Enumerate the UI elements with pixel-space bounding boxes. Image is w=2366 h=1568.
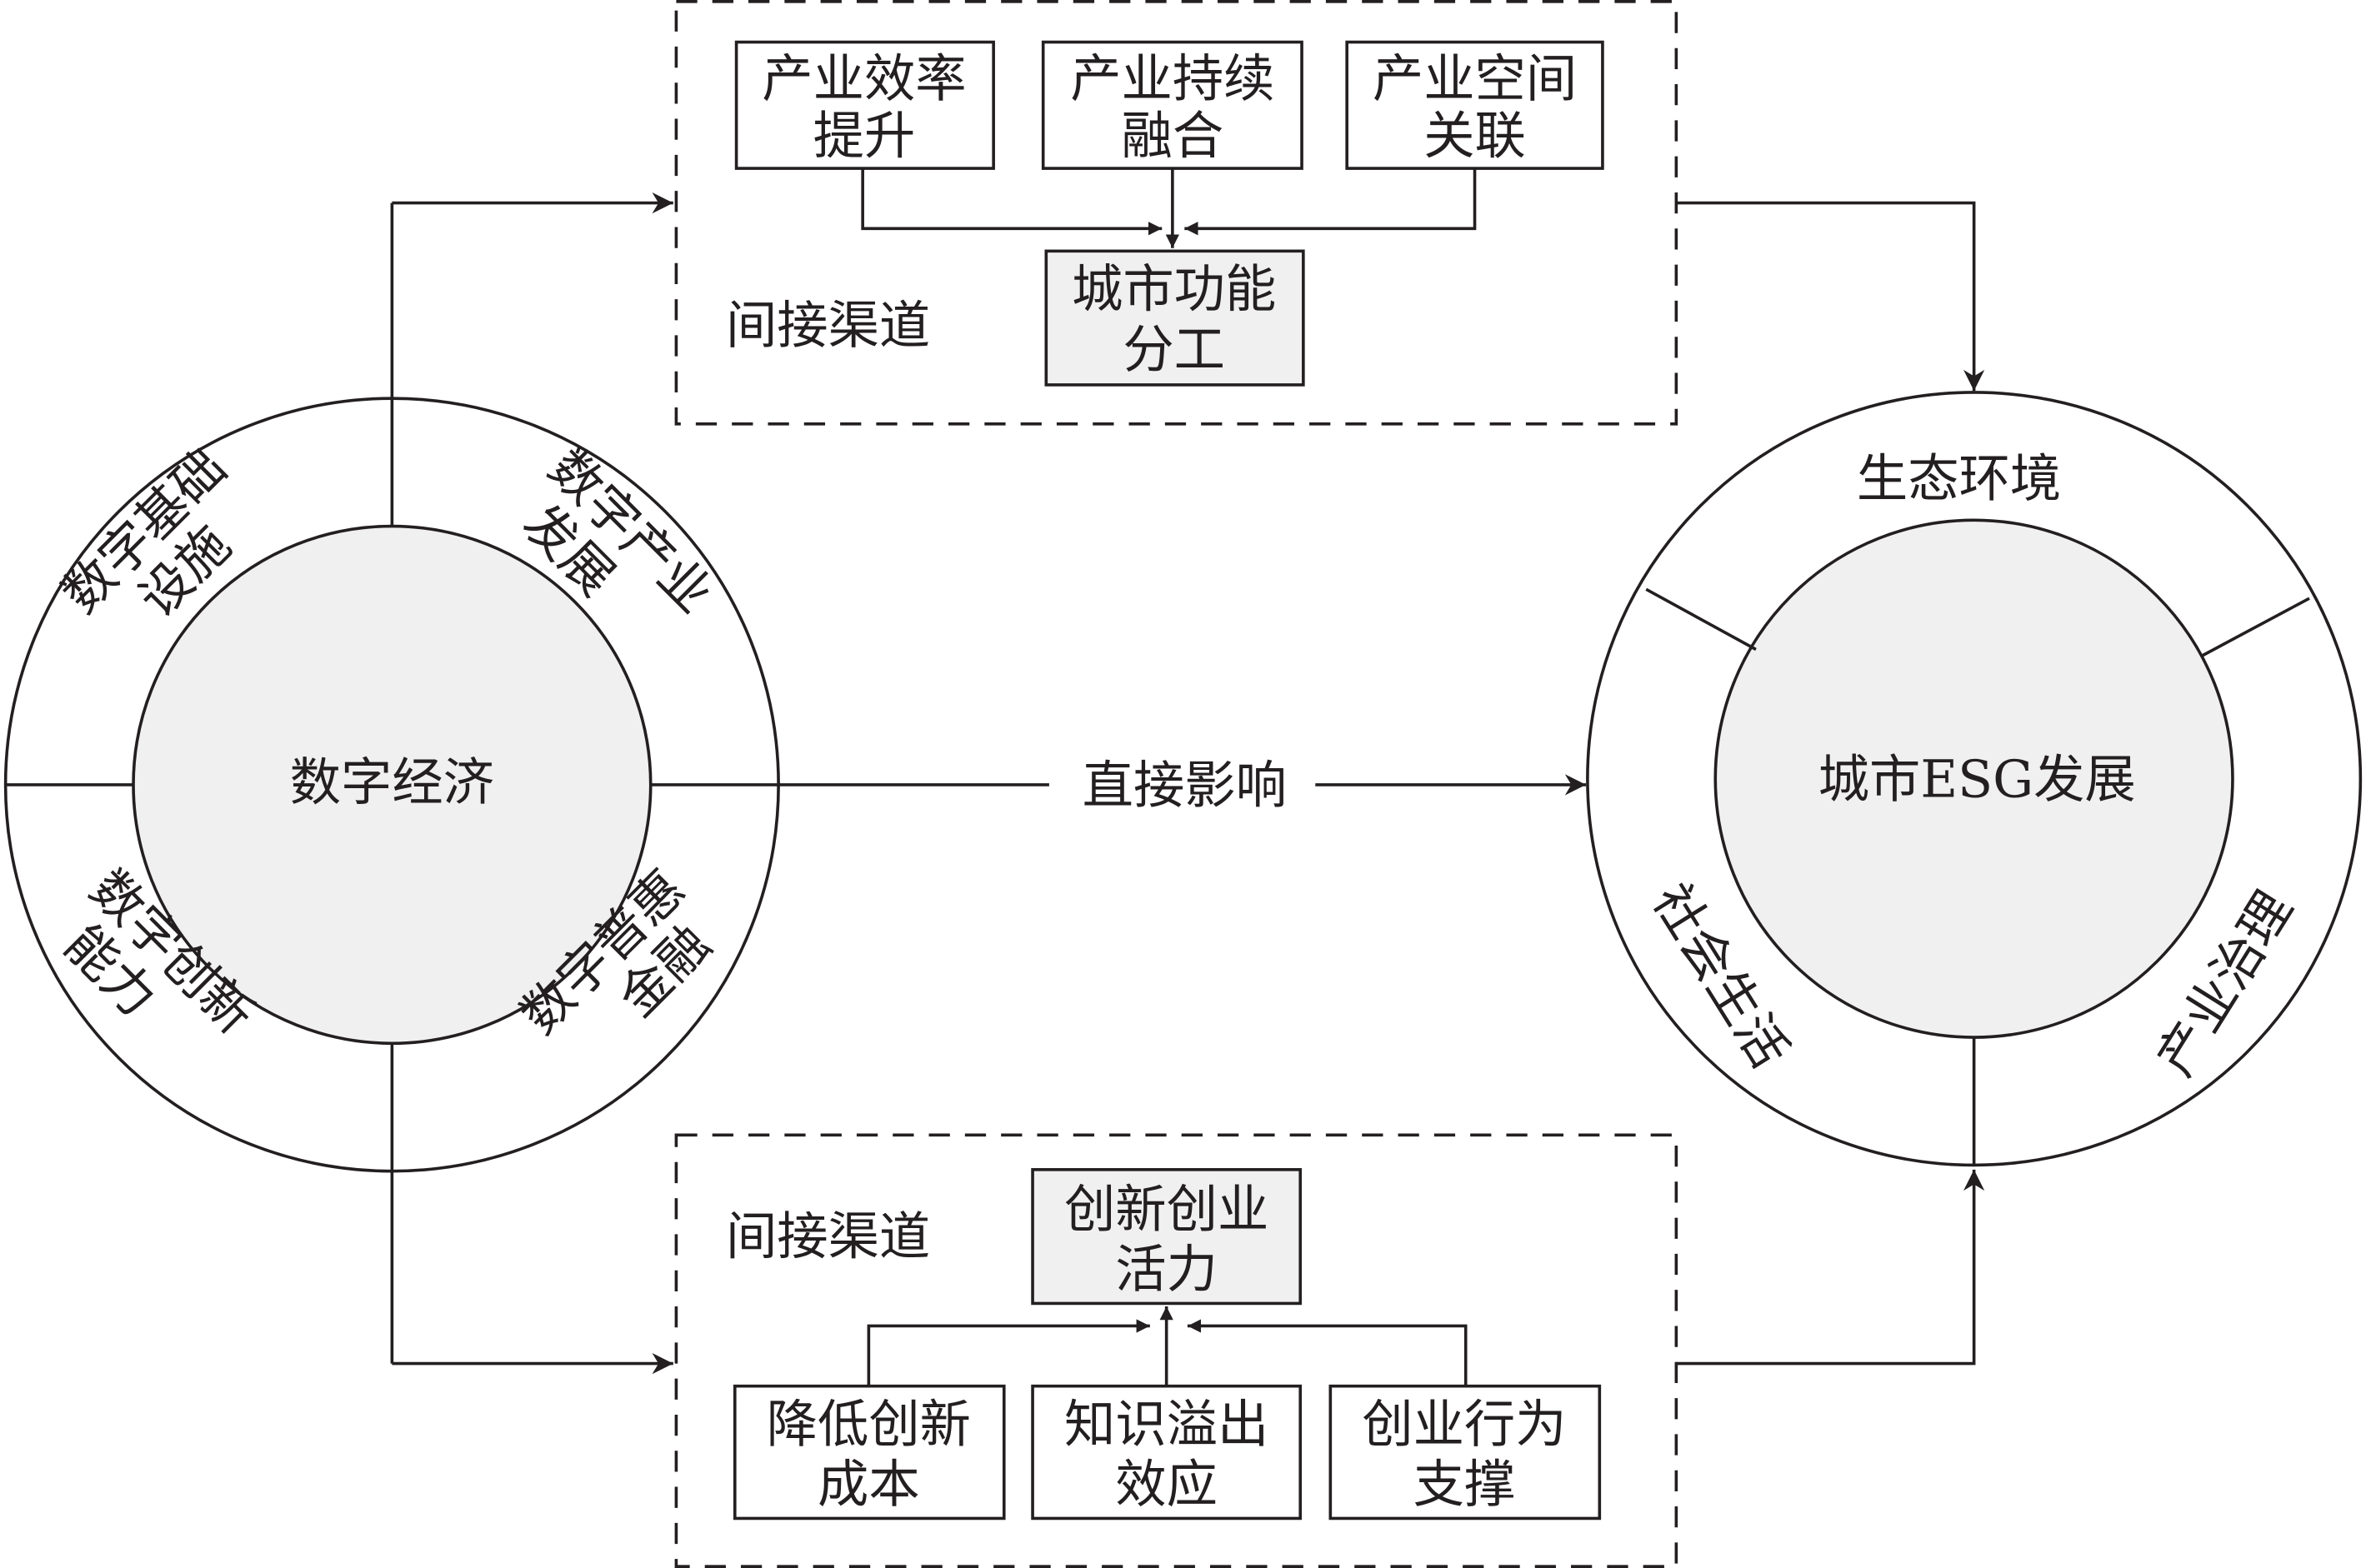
direct-effect-label: 直接影响	[1083, 757, 1287, 816]
bottom-input-2-l1: 知识溢出	[1064, 1395, 1268, 1454]
top-input-2-l1: 产业持续	[1070, 49, 1274, 108]
esg-circle: 城市ESG发展 生态环境 社会生活 产业治理	[1586, 391, 2363, 1167]
bottom-input-3-l2: 支撑	[1413, 1456, 1516, 1515]
bottom-input-3-l1: 创业行为	[1362, 1395, 1566, 1454]
bottom-mediator-l2: 活力	[1115, 1241, 1218, 1300]
top-input-3-l1: 产业空间	[1373, 49, 1577, 108]
top-input-3-l2: 关联	[1423, 107, 1526, 166]
top-indirect-channel: 间接渠道 产业效率 提升 产业持续 融合 产业空间 关联 城市功能 分工	[392, 0, 1985, 426]
segment-environment: 生态环境	[1857, 449, 2061, 508]
top-input-1-l1: 产业效率	[762, 49, 966, 108]
digital-economy-label: 数字经济	[290, 753, 494, 812]
top-input-2-l2: 融合	[1122, 107, 1224, 166]
bottom-channel-label: 间接渠道	[726, 1207, 930, 1266]
bottom-input-1-l1: 降低创新	[767, 1395, 971, 1454]
top-input-1-l2: 提升	[813, 107, 916, 166]
bottom-input-2-l2: 效应	[1115, 1456, 1218, 1515]
bottom-input-1-l2: 成本	[818, 1456, 920, 1515]
bottom-mediator-l1: 创新创业	[1064, 1180, 1268, 1239]
digital-economy-circle: 数字经济 数字基础 设施 数字产业 发展 数字创新 能力 数字普惠 金融	[3, 202, 780, 1364]
top-mediator-l1: 城市功能	[1072, 260, 1276, 319]
top-channel-label: 间接渠道	[726, 296, 930, 355]
esg-label: 城市ESG发展	[1818, 750, 2136, 809]
top-mediator-l2: 分工	[1123, 320, 1225, 379]
direct-effect-arrow: 直接影响	[778, 757, 1587, 816]
bottom-indirect-channel: 间接渠道 创新创业 活力 降低创新 成本 知识溢出 效应 创业行为 支撑	[392, 1133, 1985, 1568]
